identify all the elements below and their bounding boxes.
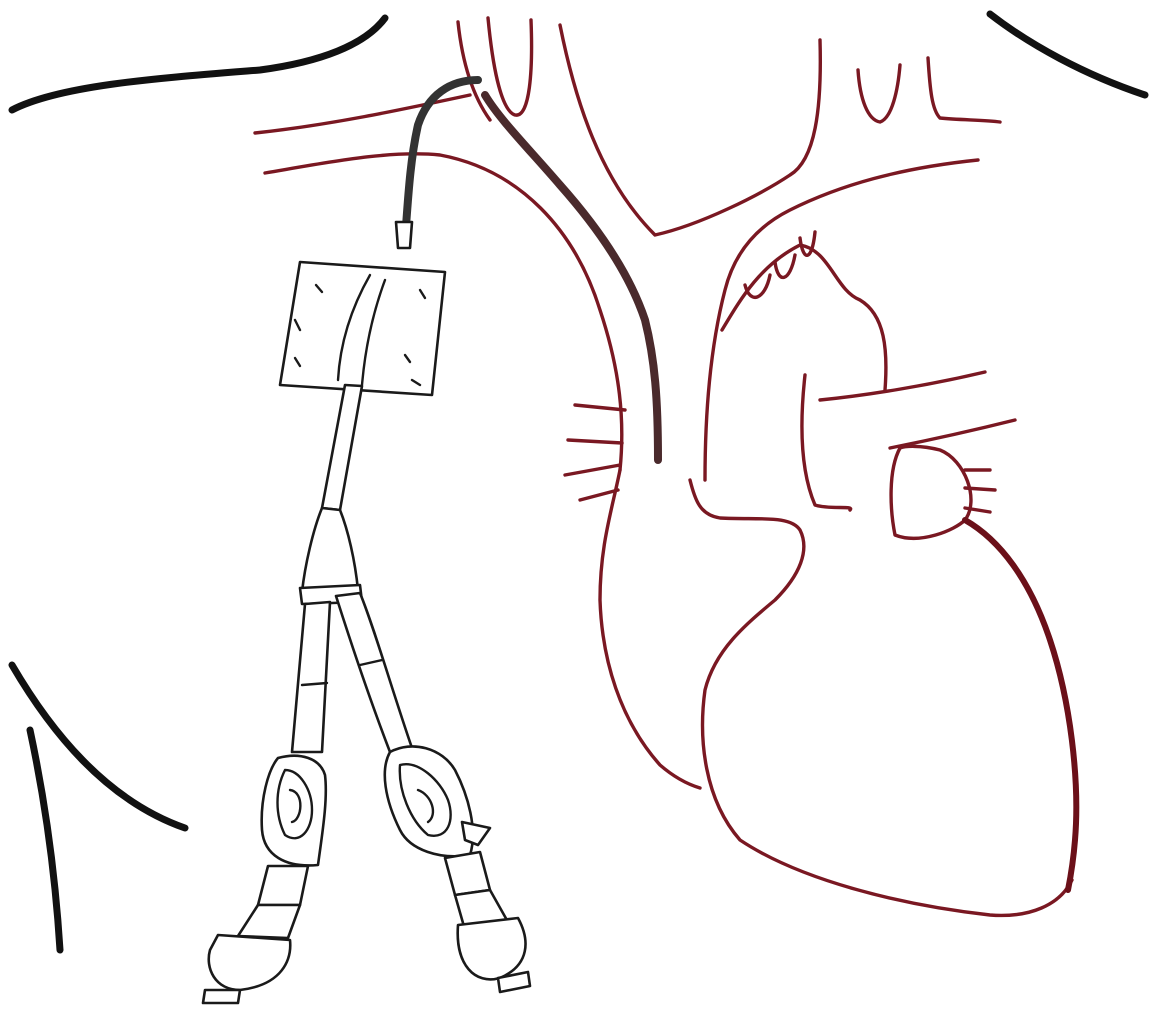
left-luer-tip (203, 990, 240, 1003)
torso-outline (12, 14, 1145, 950)
right-clamp (385, 746, 473, 856)
right-ventricle-border (690, 480, 1072, 915)
left-armpit-line (12, 665, 185, 828)
right-subclavian-vein-upper (928, 58, 1000, 122)
bifurcation-junction (302, 508, 358, 592)
right-atrium-border (600, 470, 700, 788)
left-luer-cap (209, 935, 290, 990)
left-flank-line (30, 730, 60, 950)
right-brachiocephalic-vein (705, 160, 978, 480)
aortic-arch-inner (802, 375, 851, 510)
pulmonary-artery-upper (820, 372, 985, 400)
left-lumen-extension (203, 602, 330, 1003)
catheter-tip-connector (396, 222, 412, 248)
heart (565, 232, 1076, 915)
jugular-vein-left (458, 22, 490, 120)
right-lumen-tube (336, 593, 412, 752)
left-atrial-appendage (891, 446, 971, 538)
right-jugular-inner (560, 25, 820, 235)
svc-branch-3 (565, 465, 620, 475)
appendage-rays-2 (965, 488, 995, 490)
aortic-arch-outer (722, 245, 886, 390)
catheter-external-segment (405, 80, 478, 240)
left-lumen-tube (292, 602, 330, 752)
right-subclavian-vein-u (858, 65, 900, 122)
catheter-intravascular-segment (485, 95, 658, 460)
svc-branch-1 (575, 405, 625, 410)
right-lumen-extension (336, 593, 530, 992)
left-subclavian-vein-upper (255, 95, 470, 133)
right-luer-cap (458, 918, 526, 979)
left-ventricle-border (965, 520, 1076, 890)
jugular-vein-u (488, 18, 532, 115)
great-vessels (255, 18, 1000, 480)
left-connector-segment-1 (258, 866, 308, 905)
pulmonary-artery-lower (890, 420, 1015, 448)
left-connector-segment-2 (238, 905, 300, 938)
catheter-securement-pad (280, 262, 445, 395)
right-connector-segment-1 (445, 852, 490, 895)
left-shoulder-line (12, 18, 385, 110)
svc-branch-2 (568, 440, 622, 443)
right-shoulder-line (990, 14, 1145, 95)
catheter-extension (300, 385, 362, 604)
right-clamp-tab (462, 822, 490, 845)
catheter-shaft (322, 385, 362, 510)
